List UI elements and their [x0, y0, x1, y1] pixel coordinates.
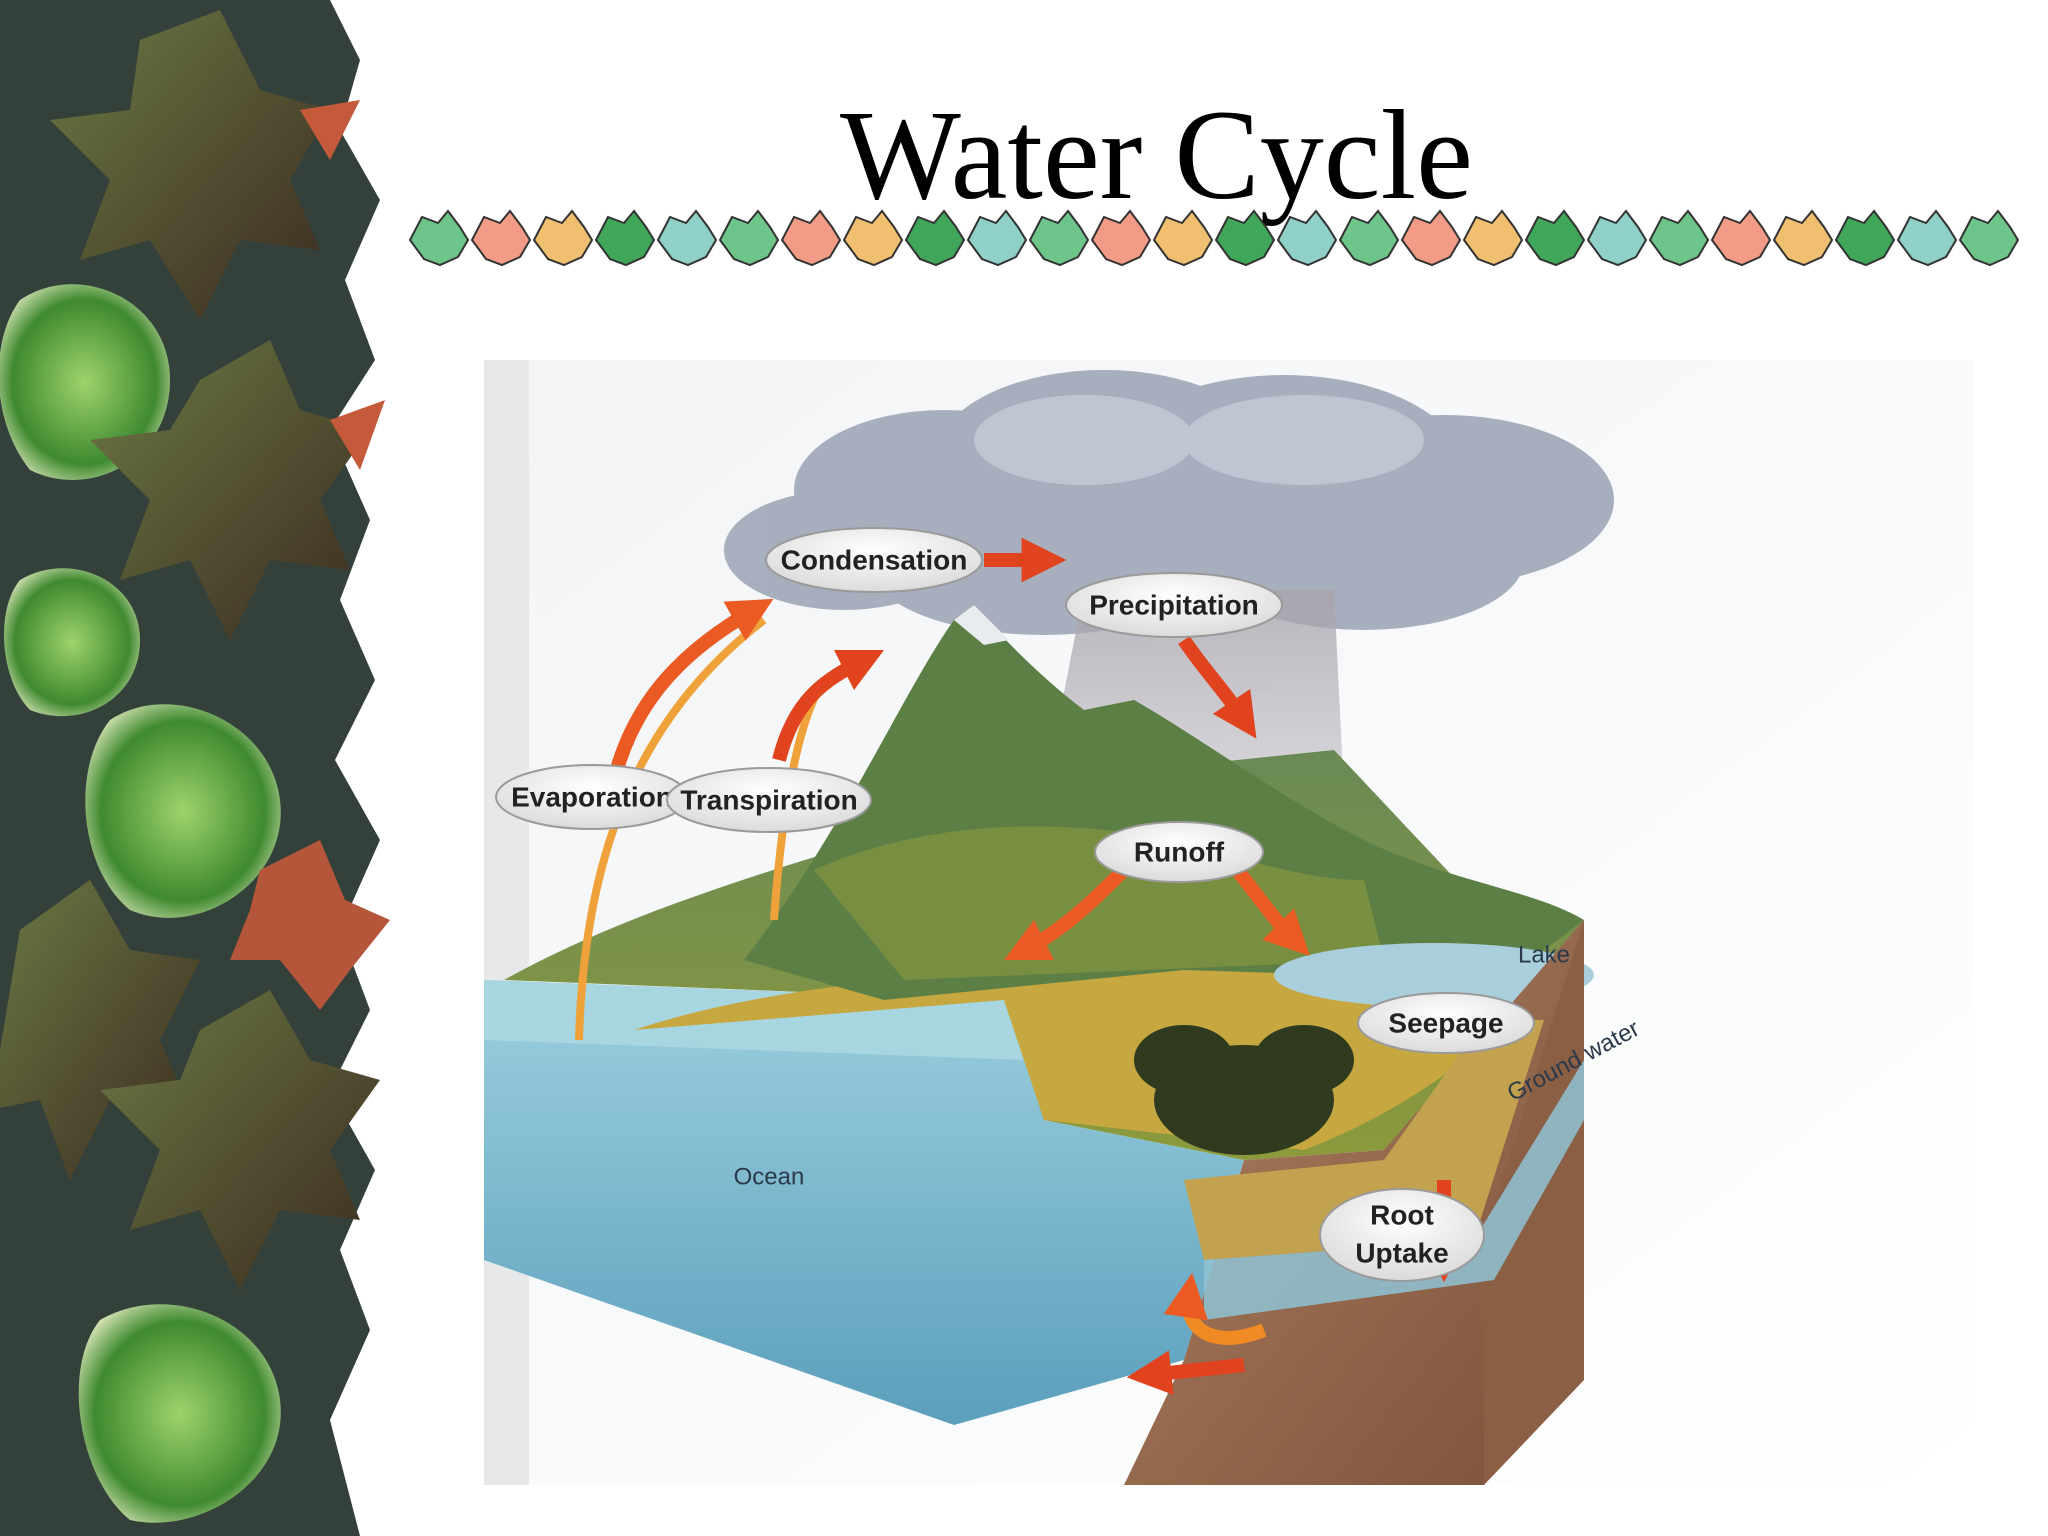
root-uptake-label: Root Uptake [1319, 1188, 1485, 1282]
border-leaf [1648, 209, 1710, 267]
ocean-block [484, 980, 1244, 1425]
svg-text:Seepage: Seepage [1388, 1007, 1503, 1038]
border-leaf [1586, 209, 1648, 267]
svg-text:Runoff: Runoff [1134, 836, 1225, 867]
svg-text:Evaporation: Evaporation [511, 781, 673, 812]
precipitation-label: Precipitation [1065, 572, 1283, 638]
border-leaf [470, 209, 532, 267]
runoff-label: Runoff [1094, 821, 1264, 883]
border-leaf [1834, 209, 1896, 267]
border-leaf [1710, 209, 1772, 267]
evaporation-arrowhead [607, 598, 774, 782]
border-leaf [1896, 209, 1958, 267]
border-leaf [1772, 209, 1834, 267]
transpiration-label: Transpiration [666, 767, 872, 833]
svg-text:Root: Root [1370, 1199, 1434, 1230]
border-leaf [408, 209, 470, 267]
runoff-arrow-left [1003, 860, 1134, 961]
lake [1274, 943, 1594, 1007]
border-leaf [1028, 209, 1090, 267]
precipitation-arrow [1178, 636, 1257, 739]
ground-water-band [1204, 1060, 1584, 1320]
border-leaf [1214, 209, 1276, 267]
svg-text:Precipitation: Precipitation [1089, 589, 1259, 620]
water-cycle-diagram: Condensation Precipitation Evaporation T… [484, 360, 1974, 1485]
border-leaf [532, 209, 594, 267]
groundwater-outflow-arrow [1126, 1350, 1245, 1395]
svg-text:Uptake: Uptake [1355, 1237, 1448, 1268]
shrub-cluster [1134, 1025, 1354, 1155]
seepage-label: Seepage [1357, 992, 1535, 1054]
border-leaf [904, 209, 966, 267]
leaf-cluster [0, 10, 390, 1523]
evaporation-label: Evaporation [495, 764, 689, 830]
border-leaf [780, 209, 842, 267]
slide-title: Water Cycle [840, 84, 1473, 226]
border-leaf [718, 209, 780, 267]
transpiration-arrowhead [772, 649, 885, 762]
svg-text:Transpiration: Transpiration [680, 784, 857, 815]
lake-label: Lake [1518, 941, 1570, 968]
leaf-border-decoration [408, 209, 2020, 267]
border-leaf [1958, 209, 2020, 267]
border-leaf [1462, 209, 1524, 267]
ocean-label: Ocean [734, 1163, 805, 1190]
border-leaf [1276, 209, 1338, 267]
border-leaf [1152, 209, 1214, 267]
svg-text:Condensation: Condensation [781, 544, 968, 575]
condensation-label: Condensation [765, 527, 983, 593]
border-leaf [1338, 209, 1400, 267]
root-uptake-arrow [1163, 1272, 1267, 1345]
border-leaf [966, 209, 1028, 267]
leaf-column-decoration [0, 0, 390, 1536]
border-leaf [1400, 209, 1462, 267]
border-leaf [656, 209, 718, 267]
border-leaf [842, 209, 904, 267]
border-leaf [594, 209, 656, 267]
border-leaf [1090, 209, 1152, 267]
border-leaf [1524, 209, 1586, 267]
